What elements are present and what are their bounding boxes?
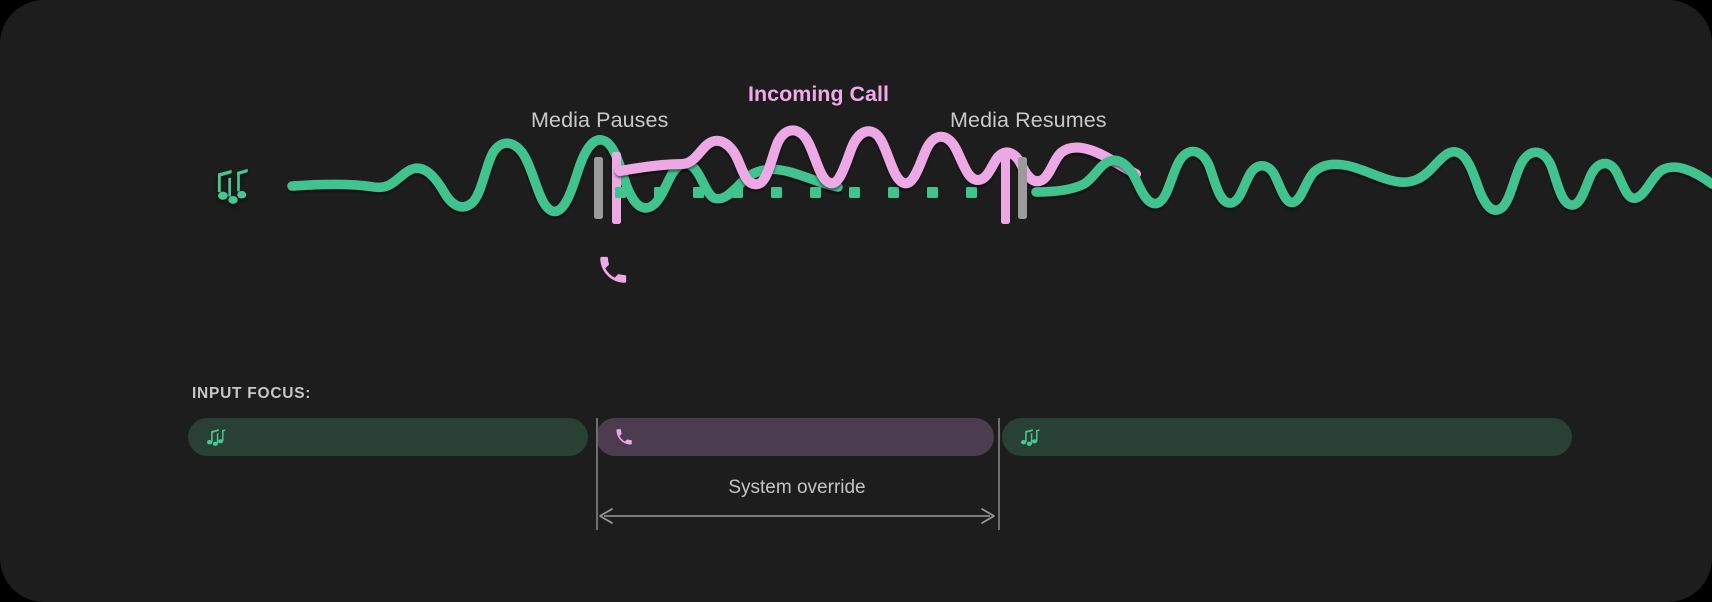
focus-bar-media-after[interactable]: [1002, 418, 1572, 456]
focus-bar-media-before[interactable]: [188, 418, 588, 456]
phone-icon: [600, 256, 627, 283]
system-override-label: System override: [728, 477, 866, 498]
phone-icon: [614, 427, 634, 447]
label-incoming-call: Incoming Call: [748, 82, 889, 106]
media-resume-marker: [1018, 157, 1027, 219]
waveform-svg: [217, 125, 1712, 224]
focus-bar-call[interactable]: [596, 418, 994, 456]
waveform-media-before: [287, 135, 843, 216]
label-media-resumes: Media Resumes: [950, 108, 1107, 132]
waveform-call: [615, 125, 1141, 190]
audio-timeline: Media Pauses Incoming Call Media Resumes: [217, 82, 1712, 283]
waveform-media-after: [1031, 146, 1712, 215]
input-focus-bars: [0, 418, 1712, 456]
music-notes-icon: [217, 168, 248, 204]
input-focus-title: INPUT FOCUS:: [192, 385, 312, 402]
system-override-arrow-icon: [599, 508, 995, 524]
override-guide-left: [596, 418, 598, 530]
override-guide-right: [998, 418, 1000, 530]
label-media-pauses: Media Pauses: [531, 108, 669, 132]
waveform-media-paused-dots: [615, 187, 977, 198]
music-notes-icon: [206, 428, 226, 446]
music-notes-icon: [1020, 428, 1040, 446]
call-end-marker: [1001, 152, 1010, 224]
media-pause-marker: [594, 157, 603, 219]
